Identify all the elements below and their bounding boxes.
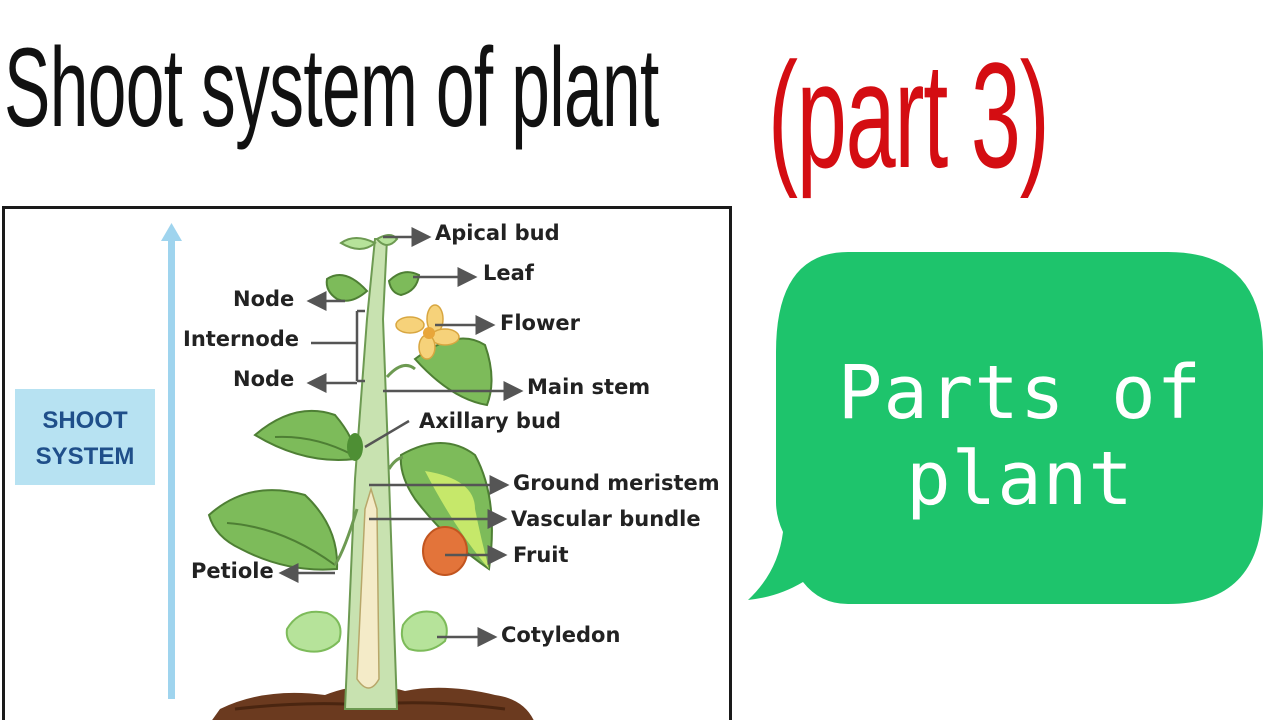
- leaves: [207, 234, 493, 571]
- label-axillary-bud: Axillary bud: [419, 409, 561, 433]
- callout-line1: Parts of: [837, 350, 1203, 436]
- label-petiole: Petiole: [191, 559, 274, 583]
- label-ground-meristem: Ground meristem: [513, 471, 720, 495]
- video-title: Shoot system of plant: [4, 25, 659, 150]
- label-cotyledon: Cotyledon: [501, 623, 621, 647]
- label-apical-bud: Apical bud: [435, 221, 560, 245]
- shoot-system-arrow: [161, 223, 182, 699]
- flower: [385, 304, 460, 379]
- label-node-bottom: Node: [233, 367, 295, 391]
- shoot-label-line2: SYSTEM: [35, 443, 135, 470]
- label-internode: Internode: [183, 327, 300, 351]
- cotyledons: [285, 610, 448, 653]
- plant-illustration: [161, 223, 534, 720]
- callout-line2: plant: [906, 436, 1134, 522]
- label-flower: Flower: [500, 311, 580, 335]
- shoot-label-line1: SHOOT: [42, 407, 128, 434]
- label-vascular-bundle: Vascular bundle: [511, 507, 701, 531]
- label-fruit: Fruit: [513, 543, 569, 567]
- shoot-system-label: SHOOT SYSTEM: [15, 389, 155, 485]
- shoot-system-diagram: SHOOT SYSTEM Apical bud Leaf Node Flower…: [2, 206, 732, 720]
- callout-text: Parts of plant: [800, 350, 1240, 522]
- speech-bubble: [748, 252, 1263, 604]
- part-label: (part 3): [768, 31, 1050, 199]
- label-node-top: Node: [233, 287, 295, 311]
- label-leaf: Leaf: [483, 261, 534, 285]
- label-main-stem: Main stem: [527, 375, 651, 399]
- label-pointers: [278, 227, 524, 647]
- fruit: [422, 526, 468, 576]
